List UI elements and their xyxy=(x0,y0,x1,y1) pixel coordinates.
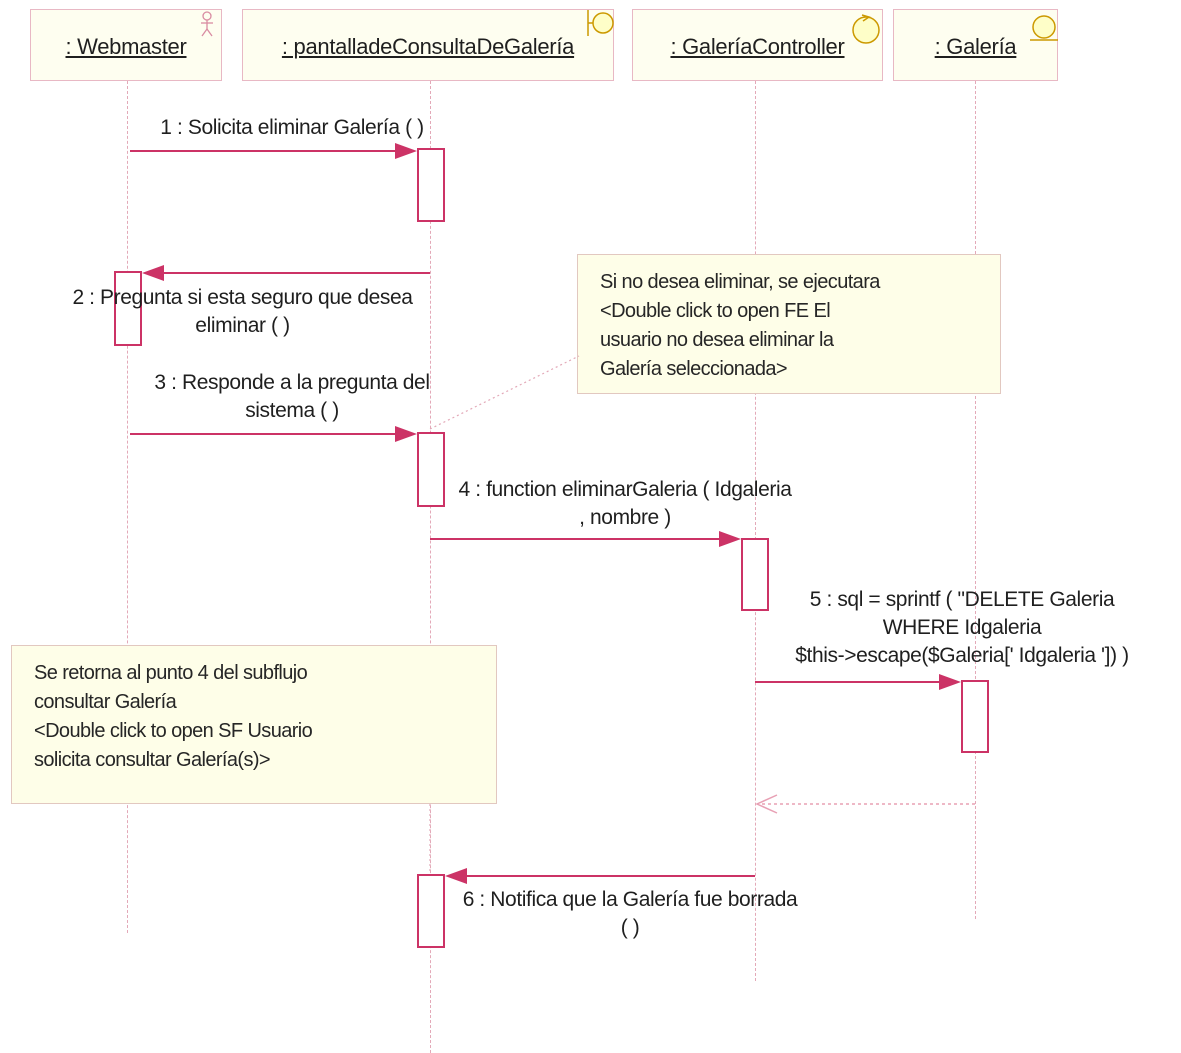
message-label-5: 5 : sql = sprintf ( "DELETE Galeria WHER… xyxy=(795,588,1129,667)
lifeline-label-pantalla: : pantalladeConsultaDeGalería xyxy=(281,34,575,59)
note-return-subflow-text: Se retorna al punto 4 del subflujo consu… xyxy=(34,662,313,771)
activation-pantalla-3 xyxy=(417,874,445,948)
lifeline-label-galeria: : Galería xyxy=(934,34,1017,59)
message-arrow-5 xyxy=(755,674,961,690)
note-return-subflow[interactable]: Se retorna al punto 4 del subflujo consu… xyxy=(11,645,497,804)
message-label-1: 1 : Solicita eliminar Galería ( ) xyxy=(160,116,424,139)
note-alternate-flow-text: Si no desea eliminar, se ejecutara <Doub… xyxy=(600,271,880,380)
activation-pantalla-2 xyxy=(417,432,445,507)
message-arrow-2 xyxy=(142,265,430,281)
activation-galeria xyxy=(961,680,989,753)
lifeline-head-galeria[interactable]: : Galería xyxy=(893,9,1058,81)
activation-webmaster xyxy=(114,271,142,346)
lifeline-head-pantalla[interactable]: : pantalladeConsultaDeGalería xyxy=(242,9,614,81)
message-arrow-1 xyxy=(130,143,417,159)
lifeline-galeria xyxy=(975,81,976,919)
activation-controller xyxy=(741,538,769,611)
message-arrow-4 xyxy=(430,531,741,547)
lifeline-head-webmaster[interactable]: : Webmaster xyxy=(30,9,222,81)
message-label-2: 2 : Pregunta si esta seguro que desea el… xyxy=(72,286,413,337)
lifeline-label-webmaster: : Webmaster xyxy=(65,34,187,59)
activation-pantalla-1 xyxy=(417,148,445,222)
message-label-4: 4 : function eliminarGaleria ( Idgaleria… xyxy=(458,478,792,529)
lifeline-webmaster xyxy=(127,81,128,933)
note-alternate-flow[interactable]: Si no desea eliminar, se ejecutara <Doub… xyxy=(577,254,1001,394)
return-arrow-5 xyxy=(755,794,975,814)
message-label-3: 3 : Responde a la pregunta del sistema (… xyxy=(154,371,430,422)
message-arrow-3 xyxy=(130,426,417,442)
message-label-6: 6 : Notifica que la Galería fue borrada … xyxy=(462,888,798,939)
lifeline-head-controller[interactable]: : GaleríaController xyxy=(632,9,883,81)
lifeline-controller xyxy=(755,81,756,981)
lifeline-pantalla xyxy=(430,81,431,1053)
message-arrow-6 xyxy=(445,868,755,884)
lifeline-label-controller: : GaleríaController xyxy=(670,34,845,59)
